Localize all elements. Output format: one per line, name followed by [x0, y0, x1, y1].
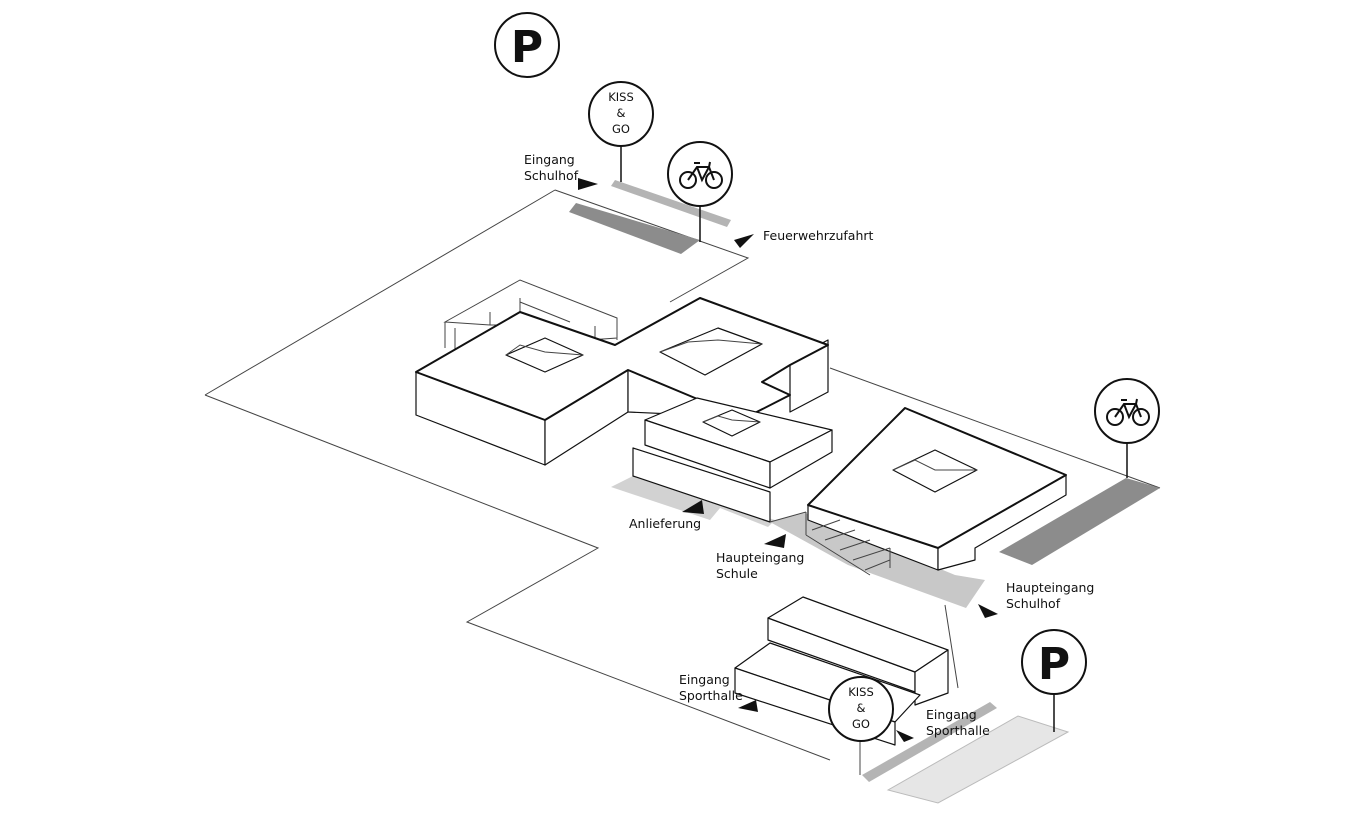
bike-pin-north — [667, 141, 733, 242]
main-school-building — [415, 297, 833, 523]
entrance-arrow-icon — [578, 178, 998, 742]
kiss-and-go-pin-south: KISS & GO — [828, 676, 894, 742]
svg-text:&: & — [857, 701, 866, 715]
svg-text:GO: GO — [612, 122, 630, 136]
parking-sign-icon: P — [511, 22, 543, 73]
entrance-arrow-icon — [682, 500, 704, 514]
entrance-stairs — [769, 511, 891, 576]
label-eingang-sporthalle-east: Eingang Sporthalle — [926, 707, 990, 738]
bike-parking-east — [999, 478, 1160, 565]
entrance-arrow-icon — [764, 534, 786, 548]
kiss-and-go-lane-north — [611, 180, 731, 227]
main-entrance-path — [770, 513, 985, 608]
parking-sign-icon: P — [1038, 639, 1070, 690]
label-haupteingang-schule: Haupteingang Schule — [716, 550, 805, 581]
entrance-arrow-icon — [978, 604, 998, 618]
entrance-arrow-icon — [734, 234, 754, 248]
site-boundary — [204, 189, 1161, 761]
parking-pin-north: P — [494, 12, 560, 78]
delivery-area — [611, 476, 775, 527]
entrance-arrow-icon — [738, 700, 758, 712]
kiss-and-go-icon: KISS — [848, 685, 874, 699]
label-haupteingang-schulhof: Haupteingang Schulhof — [1006, 580, 1095, 611]
east-building — [807, 407, 1067, 571]
kiss-and-go-lane-south — [862, 702, 997, 782]
parking-lot-south — [886, 715, 1070, 804]
kiss-and-go-icon: KISS — [608, 90, 634, 104]
svg-text:GO: GO — [852, 717, 870, 731]
label-eingang-sporthalle-west: Eingang Sporthalle — [679, 672, 743, 703]
connector-lines — [859, 604, 959, 775]
bicycle-icon — [1106, 398, 1150, 426]
label-eingang-schulhof: Eingang Schulhof — [524, 152, 579, 183]
bicycle-icon — [679, 161, 723, 189]
kiss-and-go-pin-north: KISS & GO — [588, 81, 654, 182]
bike-pin-east — [1094, 378, 1160, 478]
label-anlieferung: Anlieferung — [629, 516, 702, 531]
label-feuerwehrzufahrt: Feuerwehrzufahrt — [763, 228, 874, 243]
parking-pin-south: P — [1021, 629, 1087, 732]
parking-lot-north — [569, 203, 700, 254]
entrance-arrow-icon — [896, 730, 914, 742]
entrance-arrow-icon — [578, 178, 598, 190]
svg-text:&: & — [617, 106, 626, 120]
